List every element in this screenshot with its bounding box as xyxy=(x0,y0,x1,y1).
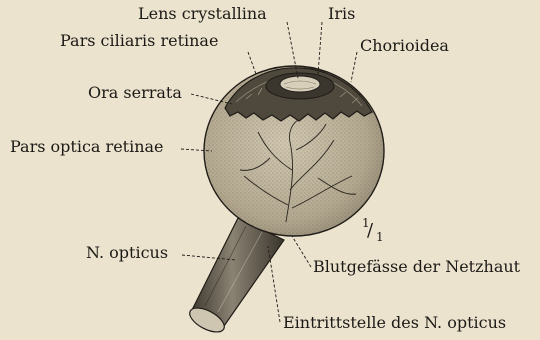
scale-slash: / xyxy=(367,220,373,241)
scale-denominator: 1 xyxy=(376,230,384,244)
label-pars-ciliaris-retinae: Pars ciliaris retinae xyxy=(60,32,218,50)
optic-nerve xyxy=(186,218,284,337)
label-ora-serrata: Ora serrata xyxy=(88,84,182,102)
label-iris: Iris xyxy=(328,5,355,23)
label-n-opticus: N. opticus xyxy=(86,244,168,262)
label-eintrittstelle-des-n-opticus: Eintrittstelle des N. opticus xyxy=(283,314,506,332)
label-blutgefaesse-der-netzhaut: Blutgefässe der Netzhaut xyxy=(313,258,520,276)
lens-iris xyxy=(266,73,334,99)
label-chorioidea: Chorioidea xyxy=(360,37,449,55)
label-pars-optica-retinae: Pars optica retinae xyxy=(10,138,164,156)
label-lens-crystallina: Lens crystallina xyxy=(138,5,267,23)
